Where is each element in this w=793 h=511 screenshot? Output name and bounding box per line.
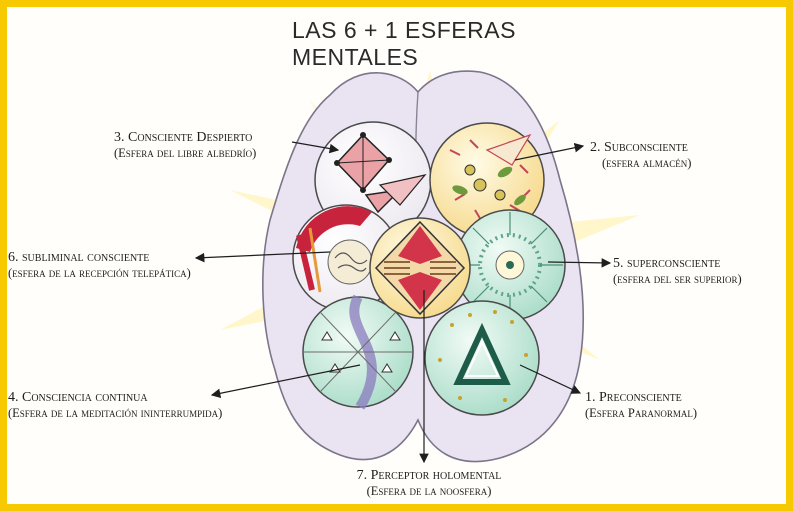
label-subconsciente: 2. Subconsciente (esfera almacén) <box>590 140 691 170</box>
label-consciencia-continua-name: 4. Consciencia continua <box>8 390 148 405</box>
label-subliminal-name: 6. subliminal consciente <box>8 250 150 265</box>
label-perceptor-holomental-desc: (Esfera de la noosfera) <box>366 484 492 499</box>
label-preconsciente: 1. Preconsciente (Esfera Paranormal) <box>585 390 697 420</box>
sphere-preconsciente <box>424 300 540 416</box>
label-consciente-despierto-desc: (Esfera del libre albedrío) <box>114 146 257 161</box>
sphere-consciencia-continua <box>302 294 414 410</box>
leader-arrows <box>194 141 612 464</box>
label-consciencia-continua-desc: (Esfera de la meditación ininterrumpida) <box>8 406 223 421</box>
label-subliminal-desc: (esfera de la recepción telepática) <box>8 266 191 281</box>
label-subconsciente-name: 2. Subconsciente <box>590 140 688 155</box>
label-superconsciente-desc: (esfera del ser superior) <box>613 272 742 287</box>
label-superconsciente-name: 5. superconsciente <box>613 256 721 271</box>
label-preconsciente-desc: (Esfera Paranormal) <box>585 406 698 421</box>
label-consciente-despierto-name: 3. Consciente Despierto <box>114 130 253 145</box>
label-consciencia-continua: 4. Consciencia continua (Esfera de la me… <box>8 390 222 420</box>
label-subliminal: 6. subliminal consciente (esfera de la r… <box>8 250 191 280</box>
label-superconsciente: 5. superconsciente (esfera del ser super… <box>613 256 742 286</box>
sphere-subconsciente <box>429 122 545 238</box>
label-perceptor-holomental: 7. Perceptor holomental (Esfera de la no… <box>334 468 524 498</box>
label-perceptor-holomental-name: 7. Perceptor holomental <box>356 468 502 483</box>
label-consciente-despierto: 3. Consciente Despierto (Esfera del libr… <box>114 130 256 160</box>
page-title: LAS 6 + 1 ESFERAS MENTALES <box>292 17 516 70</box>
label-subconsciente-desc: (esfera almacén) <box>602 156 692 171</box>
label-preconsciente-name: 1. Preconsciente <box>585 390 682 405</box>
sphere-perceptor-holomental <box>369 217 471 319</box>
